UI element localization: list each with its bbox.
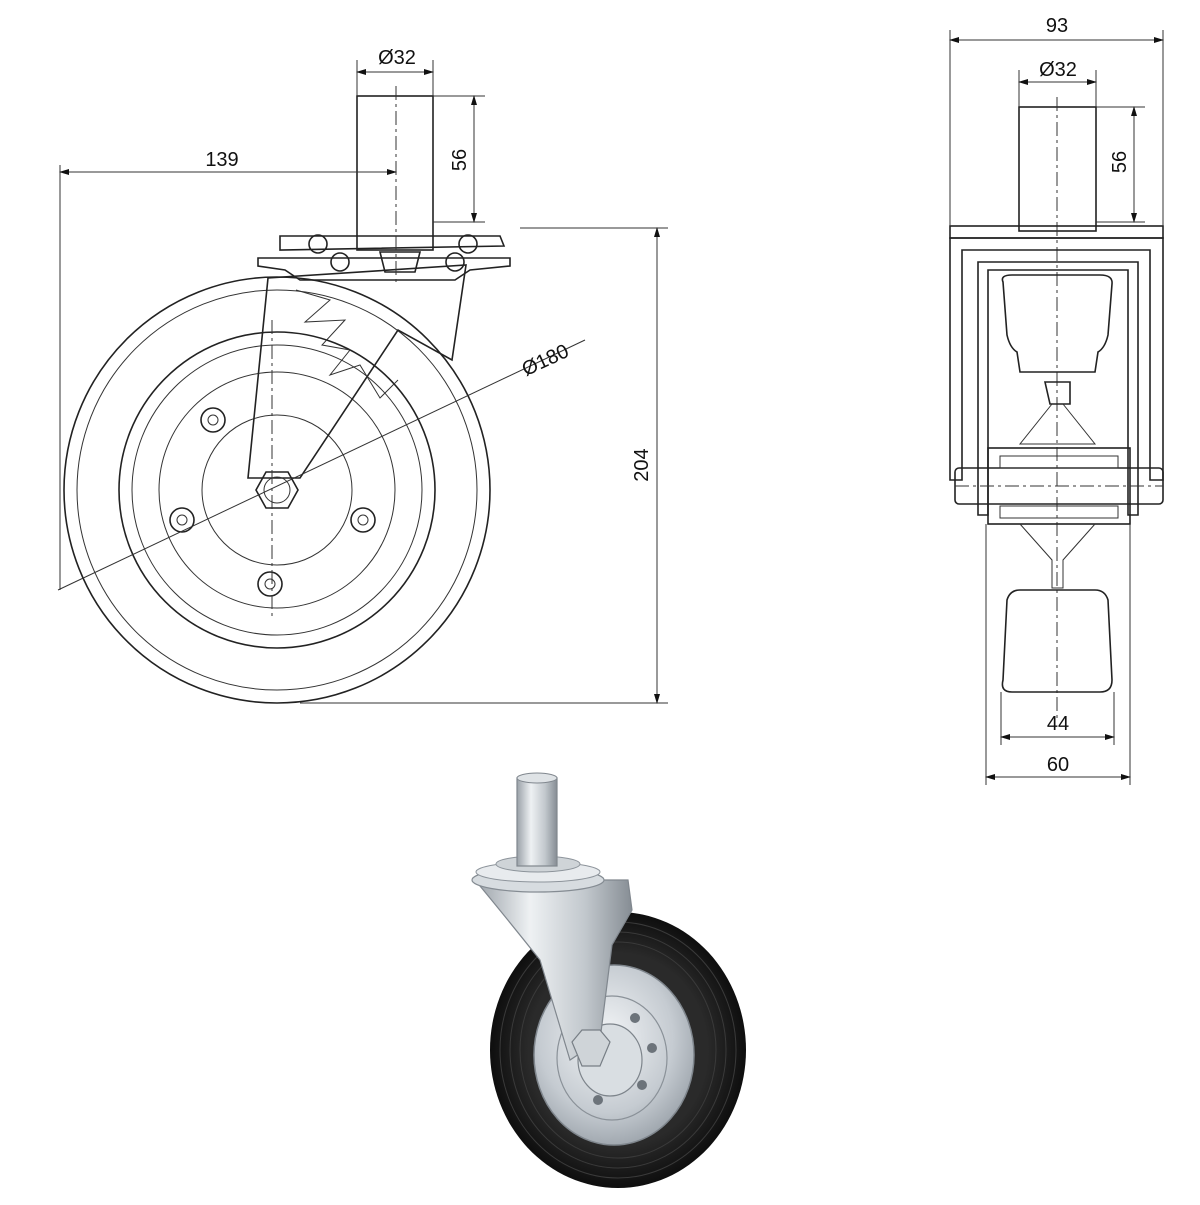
web-upper [1018,403,1097,445]
bearing-lower [999,505,1119,519]
diameter-leader-line [57,339,586,591]
fork-arm [247,264,467,479]
rim-outer [118,331,436,649]
web-upper-bolt [1043,381,1071,405]
front-fork [949,237,1164,481]
photo-stem [516,777,558,867]
tire-section-upper [1001,274,1113,373]
wheel-diameter-label: Ø180 [519,340,573,381]
side-view: Ø32 56 139 Ø180 204 [57,47,668,704]
hub-width-label: 60 [1047,754,1069,776]
front-stem-height-label: 56 [1109,151,1131,173]
side-stem-diameter-label: Ø32 [378,47,416,69]
tread-width-label: 44 [1047,713,1069,735]
side-stem-height-label: 56 [449,149,471,171]
fork-break-line [295,289,399,399]
bearing-ball [458,234,478,254]
swivel-raceway [279,235,506,251]
bearing-ball [445,252,465,272]
bearing-upper [999,455,1119,469]
front-fork-inner [977,261,1139,516]
swivel-top-plate [257,257,511,281]
photo-fork [473,879,633,1061]
threaded-stem [356,95,434,251]
front-stem-diameter-label: Ø32 [1039,59,1077,81]
total-height-label: 204 [631,448,653,481]
tire-section-lower [1001,589,1113,693]
tire-inner-edge [76,289,478,691]
rim-inner [131,344,423,636]
offset-label: 139 [205,149,238,171]
hub-ring [201,414,353,566]
axle-nut [255,471,299,509]
tire-outer-edge [63,276,491,704]
bearing-ball [330,252,350,272]
web-lower [1019,523,1096,589]
bolt-hole-group [169,407,376,597]
photo-axle-bolt [571,1029,611,1067]
front-view: 93 Ø32 56 44 60 [949,15,1164,785]
axle-bolt [263,476,291,504]
product-photo [471,772,746,1188]
front-width-label: 93 [1046,15,1068,37]
disc-ring [158,371,396,609]
kingpin-rivet [378,251,422,273]
bearing-ball [308,234,328,254]
